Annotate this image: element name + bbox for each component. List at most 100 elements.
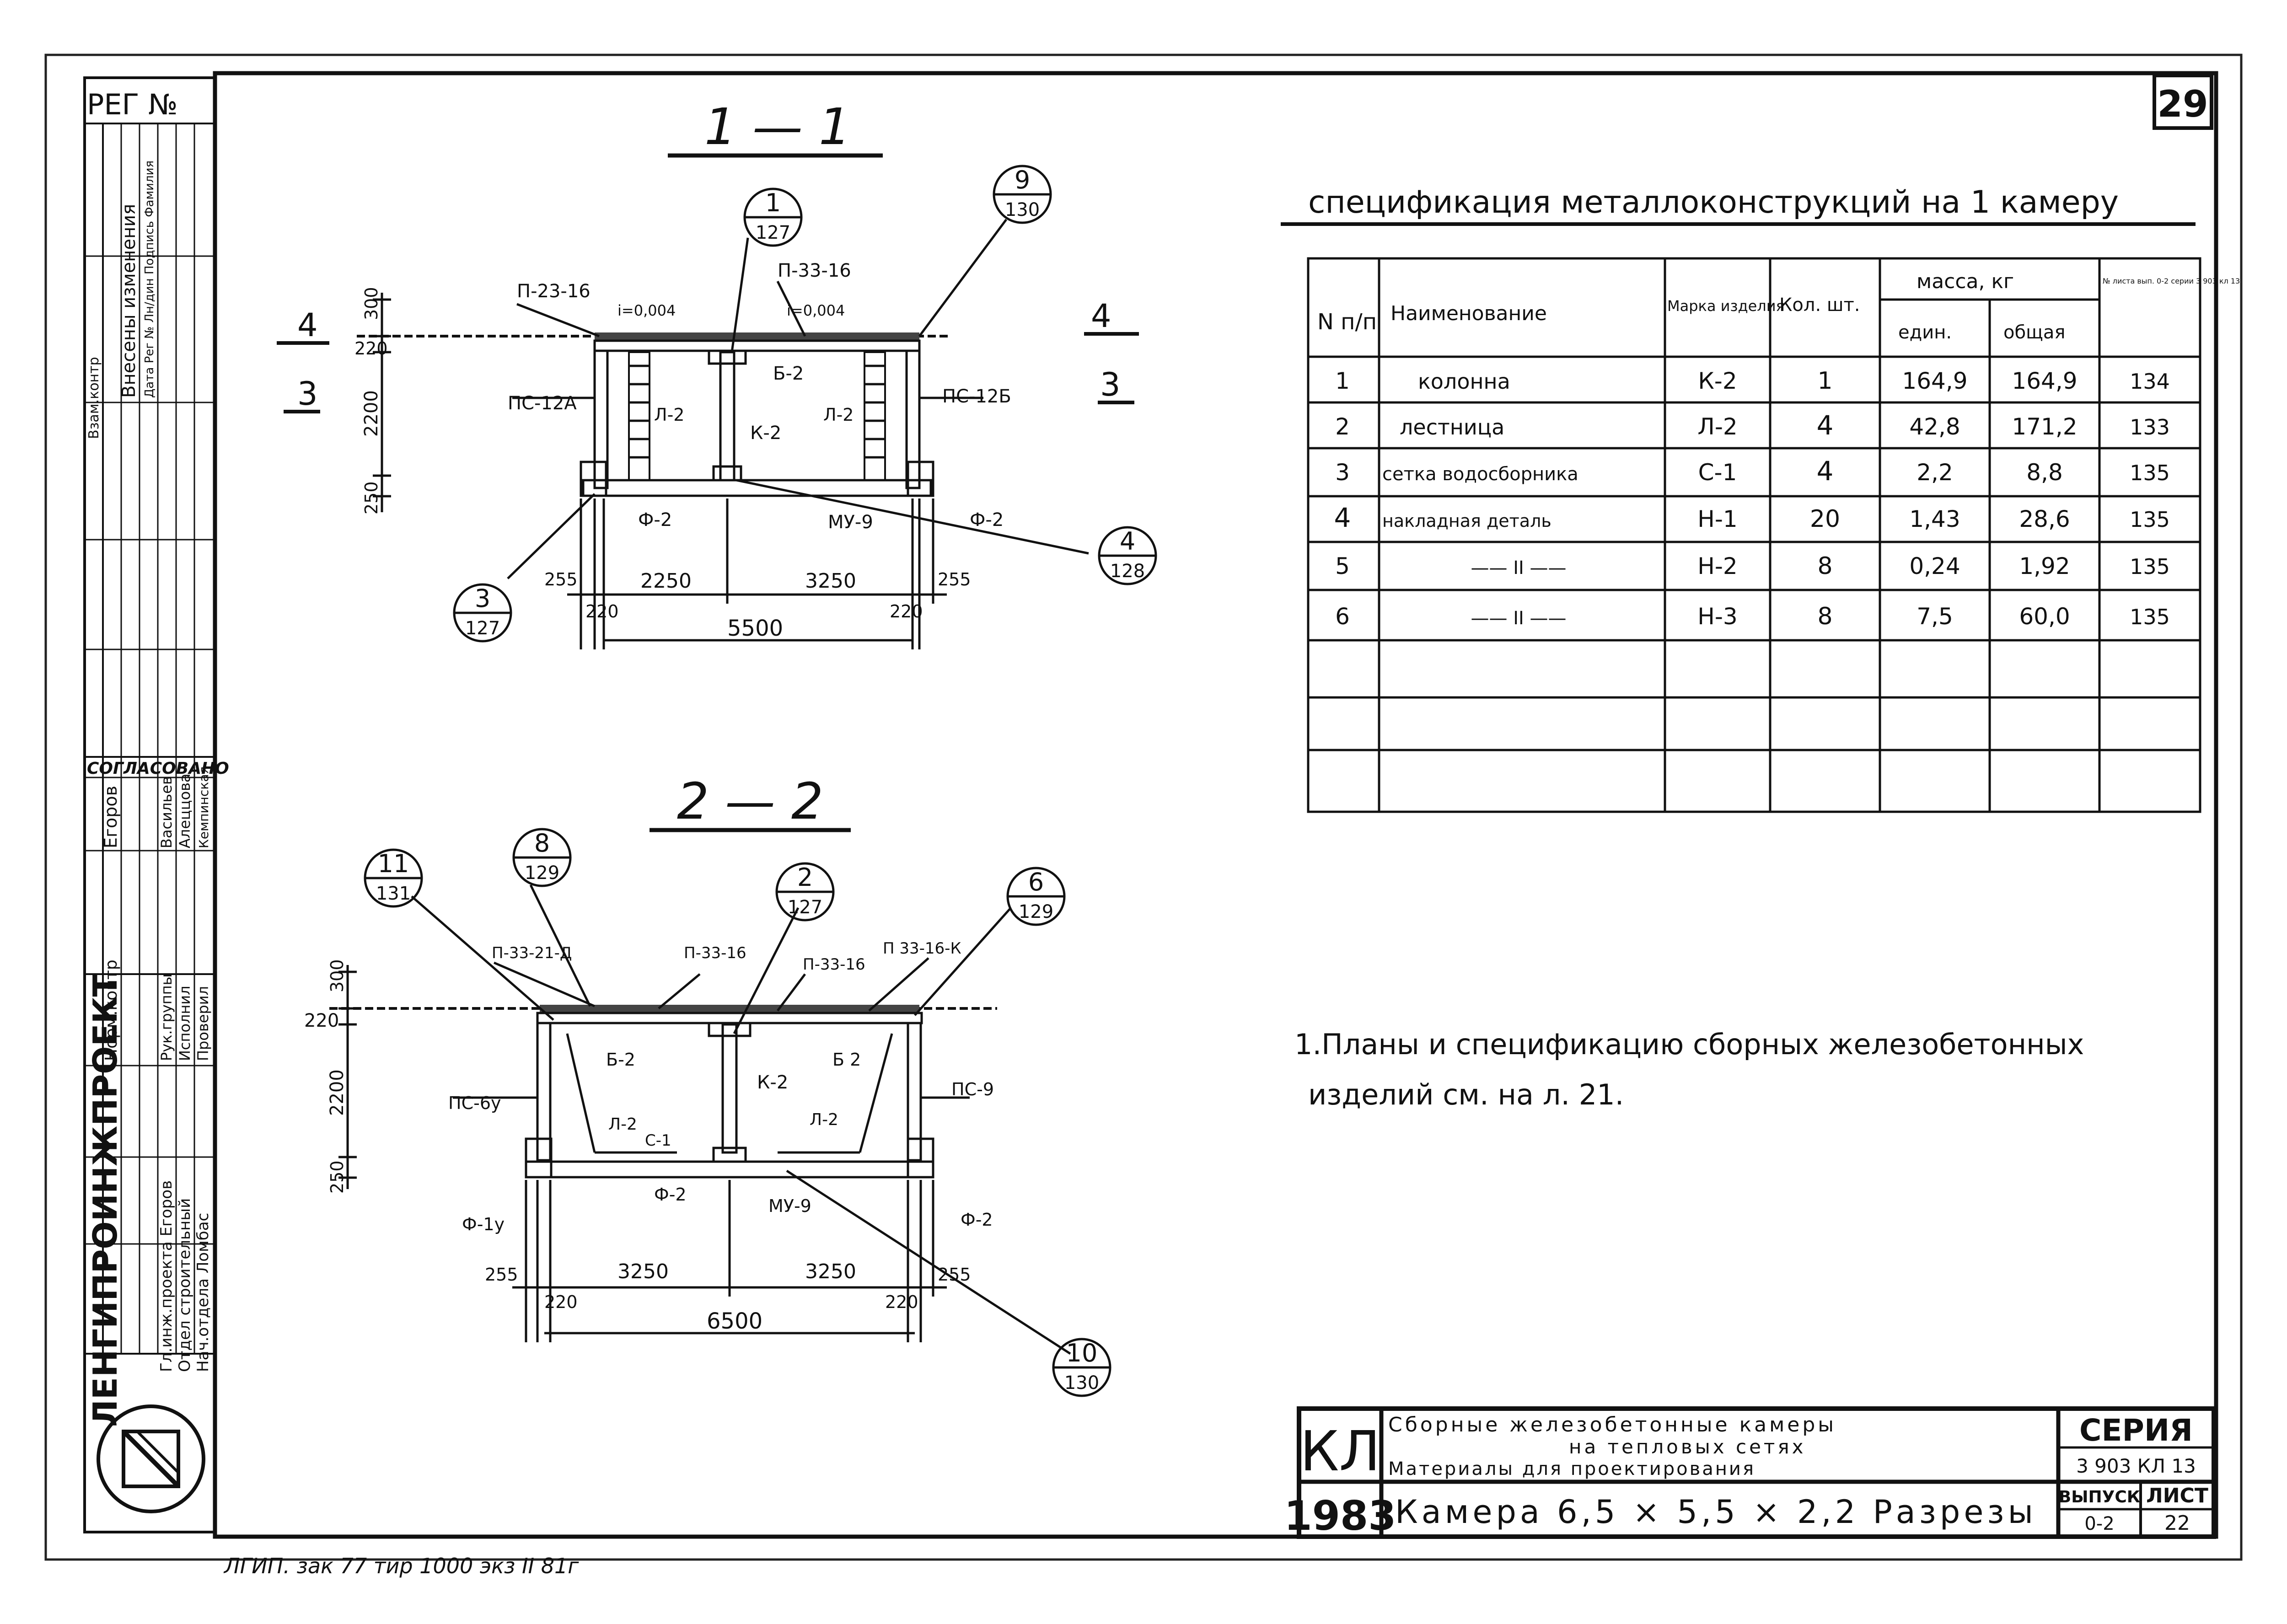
stamp-changes-0: Внесены изменения bbox=[118, 204, 140, 398]
s1-dim-4: 255 bbox=[544, 569, 578, 590]
spec-header-name: Наименование bbox=[1390, 302, 1547, 325]
s2-label-6: ПС-6у bbox=[448, 1093, 501, 1113]
s1-label-1: П-33-16 bbox=[778, 260, 851, 281]
s2-label-12: Ф-2 bbox=[654, 1185, 687, 1205]
title-code: КЛ bbox=[1300, 1420, 1380, 1484]
spec-row-name: сетка водосборника bbox=[1382, 464, 1578, 485]
spec-row-total: 1,92 bbox=[2019, 553, 2070, 579]
reg-label: РЕГ № bbox=[87, 88, 178, 121]
s1-label-4: ПС-12А bbox=[508, 393, 577, 414]
title-issue-value: 0-2 bbox=[2084, 1513, 2114, 1534]
stamp-role-2: Исполнил bbox=[176, 986, 193, 1061]
section2-callouts bbox=[364, 828, 1111, 1397]
s1-label-5: ПС-12Б bbox=[942, 386, 1011, 407]
spec-row-sheet: 135 bbox=[2130, 461, 2170, 485]
title-year: 1983 bbox=[1284, 1492, 1396, 1539]
spec-row-mark: С-1 bbox=[1698, 459, 1737, 486]
s1-cut-3: 3 bbox=[1100, 366, 1121, 403]
stamp-changes-1: Дата Рег № Лн/дин Подпись Фамилия bbox=[143, 161, 156, 398]
spec-row-mark: Н-2 bbox=[1697, 553, 1737, 579]
s1-label-6: Б-2 bbox=[773, 363, 804, 384]
stamp-chief-1: Отдел строительный bbox=[176, 1198, 194, 1372]
title-series-label: СЕРИЯ bbox=[2079, 1413, 2193, 1448]
spec-row-qty: 8 bbox=[1817, 603, 1832, 630]
s1-dim-10: 5500 bbox=[727, 616, 783, 641]
spec-row-2: 2 лестница Л-2 4 42,8 171,2 133 bbox=[1335, 410, 2170, 441]
stamp-name-2: Алеццова bbox=[176, 773, 193, 848]
title-sheet-label: ЛИСТ bbox=[2146, 1484, 2208, 1507]
spec-row-sheet: 135 bbox=[2130, 605, 2170, 629]
s1-label-0: П-23-16 bbox=[517, 281, 591, 302]
title-block bbox=[1297, 1406, 2216, 1539]
title-issue-label: ВЫПУСК bbox=[2059, 1488, 2140, 1506]
stamp-name-3: Кемпинская bbox=[196, 766, 211, 848]
s1-label-11: Ф-2 bbox=[970, 509, 1004, 531]
s2-label-14: Ф-1у bbox=[462, 1214, 505, 1234]
spec-header-mark: Марка изделия bbox=[1667, 297, 1785, 315]
spec-row-mark: Н-3 bbox=[1697, 603, 1737, 630]
s2-callout-2-top: 8 bbox=[534, 829, 550, 858]
s2-dim-8: 220 bbox=[544, 1292, 578, 1312]
title-sheet-title: Камера 6,5 × 5,5 × 2,2 Разрезы bbox=[1395, 1493, 2037, 1531]
spec-row-mark: К-2 bbox=[1698, 368, 1737, 394]
section1-title: 1 — 1 bbox=[704, 97, 851, 156]
spec-row-6: 6 —— II —— Н-3 8 7,5 60,0 135 bbox=[1335, 603, 2170, 630]
spec-row-unit: 0,24 bbox=[1909, 553, 1960, 579]
spec-header-sheet: № листа вып. 0-2 серии 3 903 кл 13 bbox=[2103, 277, 2240, 285]
spec-row-n: 6 bbox=[1335, 603, 1350, 630]
s1-dim-7: 255 bbox=[938, 569, 971, 590]
spec-row-n: 3 bbox=[1335, 459, 1350, 486]
spec-row-name: колонна bbox=[1418, 369, 1510, 394]
title-desc-3: Материалы для проектирования bbox=[1388, 1458, 1756, 1479]
s2-callout-5-bottom: 130 bbox=[1064, 1372, 1099, 1394]
s2-label-9: Л-2 bbox=[608, 1115, 637, 1134]
s2-label-2: П-33-16 bbox=[803, 955, 865, 974]
s1-label-3: i=0,004 bbox=[787, 302, 845, 319]
s1-dim-2: 2200 bbox=[361, 390, 382, 437]
s2-label-1: П-33-16 bbox=[684, 944, 746, 962]
s1-callout-1-bottom: 127 bbox=[756, 222, 790, 243]
s2-label-10: Л-2 bbox=[810, 1110, 838, 1129]
spec-header-mass: масса, кг bbox=[1917, 270, 2014, 293]
s1-dim-9: 220 bbox=[890, 601, 923, 622]
s1-label-2: i=0,004 bbox=[617, 302, 676, 319]
spec-header-total: общая bbox=[2003, 322, 2065, 343]
spec-row-qty: 8 bbox=[1817, 552, 1832, 580]
s2-dim-5: 3250 bbox=[617, 1260, 669, 1283]
spec-row-total: 171,2 bbox=[2012, 413, 2077, 440]
s1-dim-8: 220 bbox=[585, 601, 619, 622]
spec-title: спецификация металлоконструкций на 1 кам… bbox=[1308, 184, 2119, 220]
s2-callout-3-bottom: 127 bbox=[788, 897, 822, 918]
s1-label-8: К-2 bbox=[750, 423, 781, 444]
s2-callout-1-top: 11 bbox=[378, 849, 409, 878]
s1-callout-3-bottom: 127 bbox=[465, 618, 500, 639]
spec-row-unit: 2,2 bbox=[1917, 459, 1953, 486]
s2-callout-4-top: 6 bbox=[1028, 868, 1044, 896]
s2-dim-4: 255 bbox=[485, 1265, 518, 1285]
spec-row-name: —— II —— bbox=[1471, 557, 1566, 579]
spec-row-qty: 20 bbox=[1810, 505, 1840, 533]
spec-row-name: накладная деталь bbox=[1382, 511, 1552, 531]
s1-label-12: МУ-9 bbox=[828, 512, 873, 533]
spec-row-total: 8,8 bbox=[2026, 459, 2063, 486]
outer-frame bbox=[44, 54, 2243, 1561]
s2-label-0: П-33-21-Д bbox=[492, 944, 572, 962]
stamp-role-3: Проверил bbox=[194, 986, 212, 1061]
title-series-value: 3 903 КЛ 13 bbox=[2076, 1455, 2196, 1477]
spec-row-5: 5 —— II —— Н-2 8 0,24 1,92 135 bbox=[1335, 552, 2170, 580]
stamp-org: ЛЕНГИПРОИНЖПРОЕКТ bbox=[86, 974, 124, 1427]
stamp-role-1: Рук.группы bbox=[158, 974, 175, 1061]
s2-callout-4-bottom: 129 bbox=[1019, 901, 1053, 922]
spec-header-unit: един. bbox=[1898, 322, 1952, 343]
s1-callout-3-top: 3 bbox=[475, 584, 490, 613]
spec-row-unit: 164,9 bbox=[1902, 368, 1967, 394]
s2-label-8: К-2 bbox=[757, 1072, 788, 1093]
note-line-1: 1.Планы и спецификацию сборных железобет… bbox=[1294, 1028, 2084, 1061]
s1-callout-4-bottom: 128 bbox=[1110, 561, 1145, 582]
spec-row-total: 60,0 bbox=[2019, 603, 2070, 630]
title-desc-1: Сборные железобетонные камеры bbox=[1388, 1413, 1836, 1436]
section2-title: 2 — 2 bbox=[677, 772, 823, 831]
spec-header-qty: Кол. шт. bbox=[1779, 295, 1860, 316]
spec-row-unit: 7,5 bbox=[1917, 603, 1953, 630]
